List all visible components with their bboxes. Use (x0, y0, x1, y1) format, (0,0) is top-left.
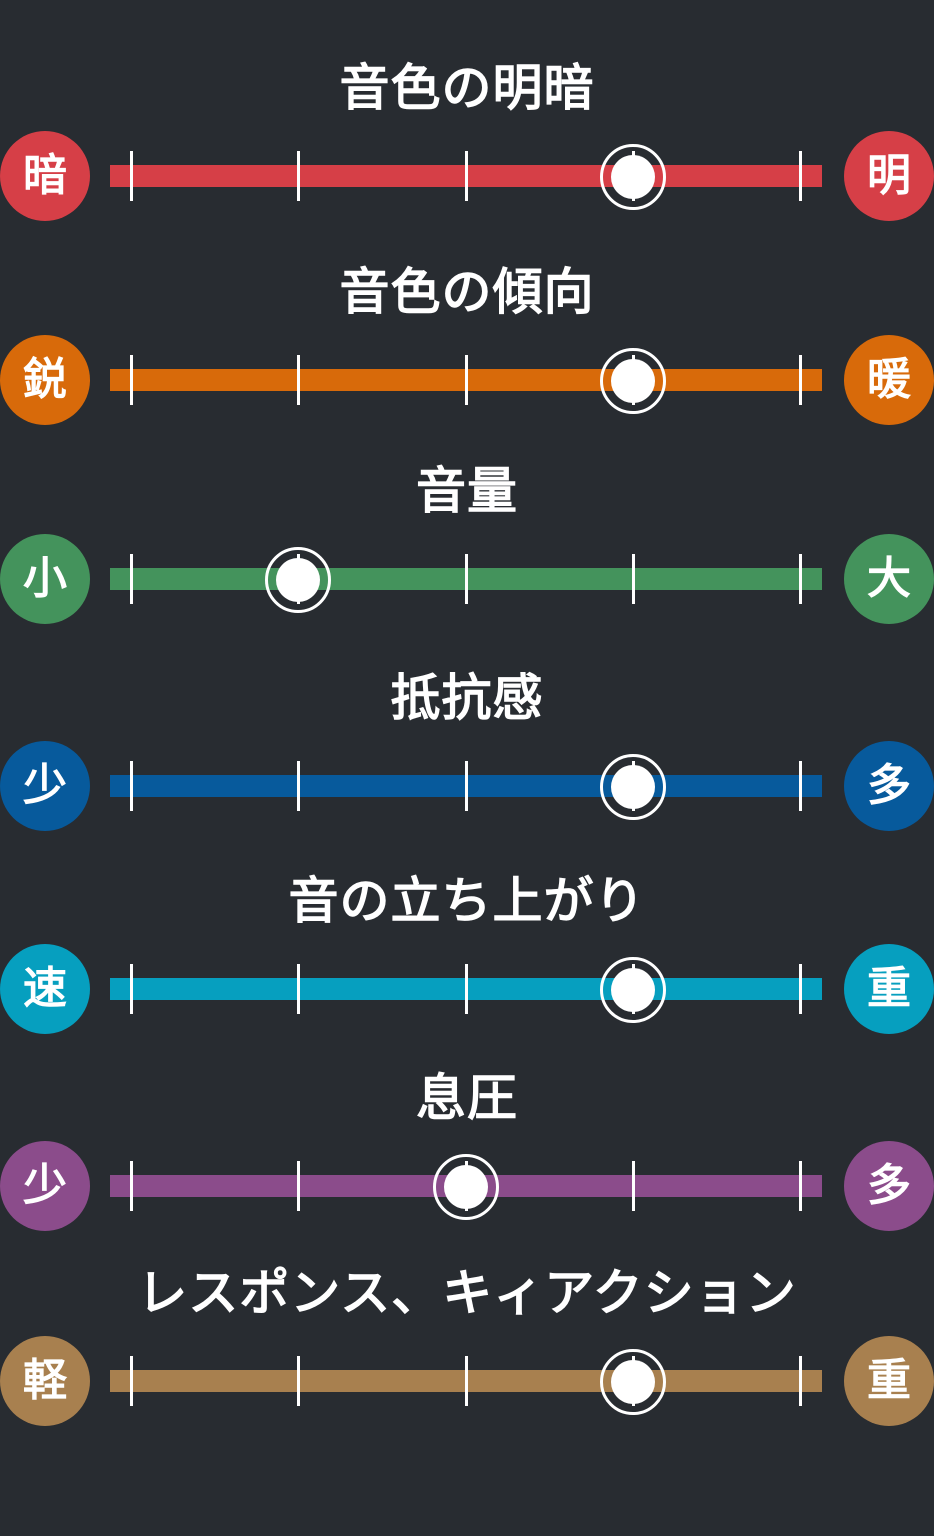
left-label-badge: 速 (0, 944, 90, 1034)
slider-knob[interactable] (432, 1154, 499, 1220)
slider-tick (130, 554, 133, 604)
slider-tick (799, 151, 802, 201)
slider-title: 音色の明暗 (339, 59, 595, 117)
knob-ring (265, 547, 332, 613)
slider-tick (465, 554, 468, 604)
slider-tick (465, 964, 468, 1014)
slider-row: レスポンス、キィアクション 軽 重 (0, 1263, 934, 1465)
slider-row: 抵抗感 少 多 (0, 668, 934, 870)
left-label-badge: 軽 (0, 1336, 90, 1426)
left-label-badge: 暗 (0, 131, 90, 221)
slider-tick (297, 355, 300, 405)
knob-dot (610, 765, 655, 809)
slider-tick (297, 151, 300, 201)
right-label-badge: 多 (844, 741, 934, 831)
slider-tick (799, 355, 802, 405)
slider-knob[interactable] (599, 348, 666, 414)
knob-dot (610, 359, 655, 403)
slider-tick (465, 151, 468, 201)
slider-knob[interactable] (599, 144, 666, 210)
slider-row: 音色の傾向 鋭 暖 (0, 262, 934, 464)
knob-dot (610, 968, 655, 1012)
slider-title: 音量 (416, 462, 518, 520)
slider-tick (130, 1161, 133, 1211)
slider-knob[interactable] (599, 754, 666, 820)
knob-dot (610, 1360, 655, 1404)
right-label-badge: 大 (844, 534, 934, 624)
knob-dot (610, 155, 655, 199)
slider-row: 音の立ち上がり 速 重 (0, 871, 934, 1073)
slider-tick (297, 761, 300, 811)
right-label-badge: 多 (844, 1141, 934, 1231)
slider-tick (799, 761, 802, 811)
slider-title: 息圧 (416, 1069, 518, 1127)
knob-ring (599, 754, 666, 820)
slider-tick (799, 554, 802, 604)
right-label-badge: 暖 (844, 335, 934, 425)
slider-tick (465, 1356, 468, 1406)
slider-title: 抵抗感 (390, 669, 544, 727)
right-label-badge: 重 (844, 944, 934, 1034)
slider-tick (130, 964, 133, 1014)
slider-tick (799, 964, 802, 1014)
knob-ring (599, 957, 666, 1023)
left-label-badge: 鋭 (0, 335, 90, 425)
knob-ring (599, 348, 666, 414)
slider-tick (632, 554, 635, 604)
slider-title: 音の立ち上がり (288, 872, 646, 930)
slider-row: 息圧 少 多 (0, 1068, 934, 1270)
slider-tick (465, 761, 468, 811)
right-label-badge: 重 (844, 1336, 934, 1426)
left-label-badge: 少 (0, 1141, 90, 1231)
knob-dot (276, 558, 321, 602)
left-label-badge: 少 (0, 741, 90, 831)
slider-tick (632, 1161, 635, 1211)
slider-tick (297, 1356, 300, 1406)
slider-title: レスポンス、キィアクション (137, 1264, 797, 1322)
slider-tick (297, 1161, 300, 1211)
slider-tick (130, 1356, 133, 1406)
slider-tick (130, 355, 133, 405)
slider-title: 音色の傾向 (339, 263, 595, 321)
knob-dot (443, 1165, 488, 1209)
slider-tick (130, 151, 133, 201)
slider-row: 音色の明暗 暗 明 (0, 58, 934, 260)
slider-row: 音量 小 大 (0, 461, 934, 663)
slider-knob[interactable] (599, 1349, 666, 1415)
right-label-badge: 明 (844, 131, 934, 221)
slider-tick (799, 1356, 802, 1406)
left-label-badge: 小 (0, 534, 90, 624)
slider-tick (465, 355, 468, 405)
slider-knob[interactable] (265, 547, 332, 613)
slider-knob[interactable] (599, 957, 666, 1023)
slider-tick (130, 761, 133, 811)
knob-ring (599, 1349, 666, 1415)
slider-tick (297, 964, 300, 1014)
knob-ring (432, 1154, 499, 1220)
slider-tick (799, 1161, 802, 1211)
knob-ring (599, 144, 666, 210)
